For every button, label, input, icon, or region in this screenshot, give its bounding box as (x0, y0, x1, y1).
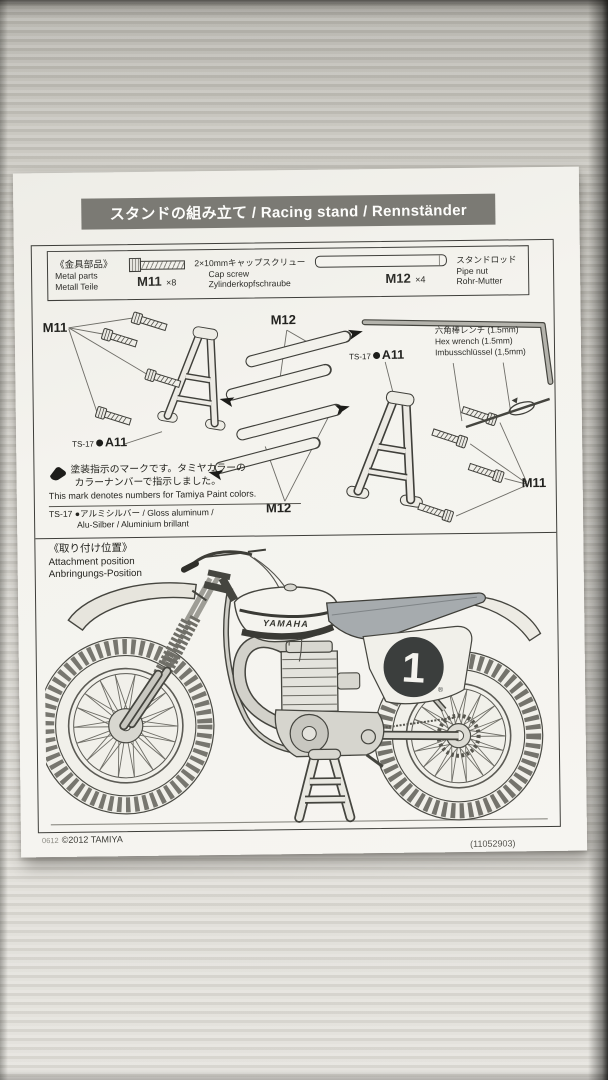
copyright: 0612©2012 TAMIYA (41, 834, 123, 846)
stand-rods (213, 329, 353, 475)
wrench-turning-indicator (465, 397, 551, 429)
section-header: スタンドの組み立て / Racing stand / Rennständer (81, 193, 496, 230)
front-fender (67, 582, 197, 632)
assembly-diagram-art (68, 311, 554, 523)
instruction-sheet: スタンドの組み立て / Racing stand / Rennständer 《… (12, 166, 588, 858)
paint-color-line: TS-17 ●アルミシルバー / Gloss aluminum / Alu-Si… (48, 502, 302, 531)
paint-mark-dot-icon (372, 352, 380, 360)
label-m11-left: M11 (42, 319, 68, 336)
hex-wrench-note: 六角棒レンチ (1.5mm) Hex wrench (1.5mm) Imbuss… (434, 324, 526, 358)
hex-wrench-icon (361, 319, 554, 385)
paint-note: 塗装指示のマークです。タミヤカラーの カラーナンバーで指示しました。 This … (48, 462, 302, 531)
paint-note-en: This mark denotes numbers for Tamiya Pai… (48, 489, 257, 502)
tank-logo: YAMAHA (263, 618, 309, 629)
stand-frame-left (157, 323, 240, 431)
part-number: (11052903) (470, 838, 516, 849)
label-m11-right: M11 (521, 474, 547, 491)
paint-mark-dot-icon (95, 439, 103, 447)
engine (274, 640, 385, 768)
pipe-icon (315, 254, 448, 269)
part-m11-names: 2×10mmキャップスクリュー Cap screw Zylinderkopfsc… (194, 257, 306, 290)
part-m11: M11 ×8 (119, 258, 195, 292)
fuel-tank: YAMAHA (233, 583, 340, 643)
motorcycle-art: YAMAHA 1 ® (36, 548, 548, 826)
race-number-badge (383, 637, 444, 698)
paint-note-ja: 塗装指示のマークです。タミヤカラーの カラーナンバーで指示しました。 (70, 462, 246, 489)
registered-mark: ® (438, 686, 444, 694)
rear-fender (470, 595, 542, 642)
paint-mark-icon (50, 467, 66, 481)
parts-group-label: 《金具部品》 Metal parts Metall Teile (54, 258, 113, 292)
race-number: 1 (401, 643, 427, 691)
motorcycle-illustration: YAMAHA 1 ® (36, 538, 552, 832)
part-m12-names: スタンドロッド Pipe nut Rohr-Mutter (456, 254, 517, 287)
racing-stand-on-bike (294, 748, 356, 823)
content-frame: 《金具部品》 Metal parts Metall Teile M11 ×8 2… (30, 238, 561, 834)
metal-parts-box: 《金具部品》 Metal parts Metall Teile M11 ×8 2… (46, 245, 530, 302)
cap-screw-icon (128, 258, 185, 273)
number-plate: 1 ® (362, 625, 473, 705)
leader-lines (68, 317, 528, 517)
front-forks (119, 569, 231, 731)
stand-frame-right (346, 387, 439, 508)
section-title: スタンドの組み立て / Racing stand / Rennständer (109, 201, 468, 224)
part-m12: M12 ×4 (312, 254, 448, 289)
label-m12-top: M12 (270, 312, 297, 328)
